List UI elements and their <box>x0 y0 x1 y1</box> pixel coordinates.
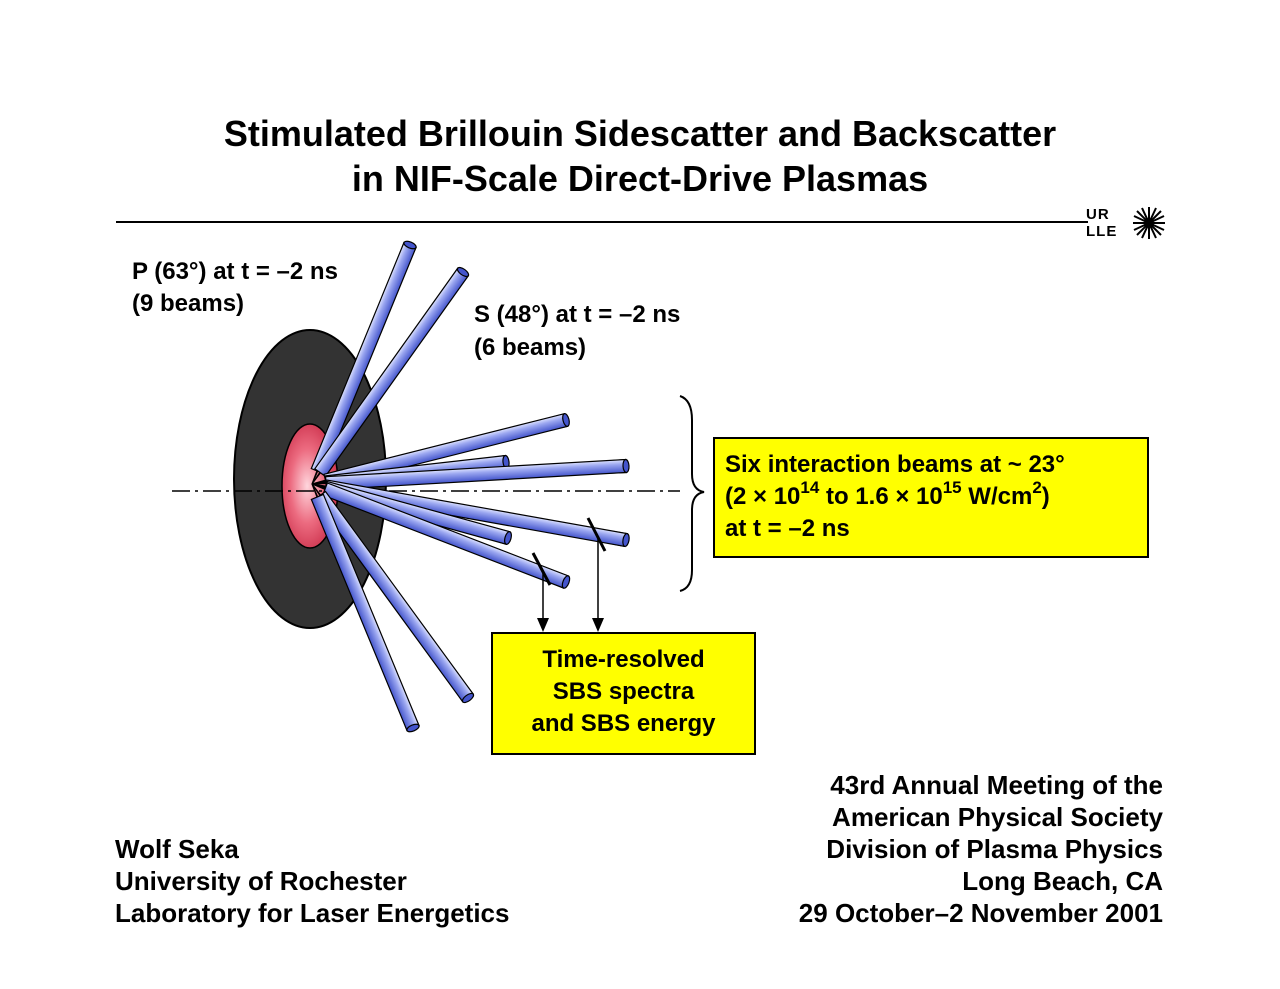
p-beams-label-2: (9 beams) <box>132 290 245 317</box>
beams-group <box>310 240 630 733</box>
meeting-line-3: Division of Plasma Physics <box>826 834 1163 864</box>
beam-i-3 <box>311 458 630 491</box>
beam-p-4 <box>310 483 420 733</box>
beam-p-2 <box>311 266 470 485</box>
meeting-line-1: 43rd Annual Meeting of the <box>830 770 1163 800</box>
sbs-line-2: SBS spectra <box>552 678 695 705</box>
author-affiliation-2: Laboratory for Laser Energetics <box>115 898 510 928</box>
sbs-line-1: Time-resolved <box>542 646 705 673</box>
interaction-line-2: (2 × 1014 to 1.6 × 1015 W/cm2) <box>725 478 1050 510</box>
arrow-head-1 <box>537 618 549 632</box>
sbs-line-3: and SBS energy <box>531 710 716 737</box>
logo-text-top: UR <box>1086 206 1110 223</box>
s-beams-label-1: S (48°) at t = –2 ns <box>474 301 681 328</box>
meeting-line-4: Long Beach, CA <box>962 866 1163 896</box>
beam-i-1 <box>311 412 570 488</box>
sbs-diagnostics-box: Time-resolved SBS spectra and SBS energy <box>491 632 756 755</box>
starburst-icon <box>1133 207 1165 239</box>
title-line-2: in NIF-Scale Direct-Drive Plasmas <box>351 158 929 199</box>
interaction-line-3: at t = –2 ns <box>725 515 850 542</box>
author-affiliation-1: University of Rochester <box>115 866 407 896</box>
s-beams-label-2: (6 beams) <box>474 334 587 361</box>
beam-p-3 <box>311 483 475 704</box>
interaction-line-1: Six interaction beams at ~ 23° <box>725 451 1065 478</box>
detector-mark-2 <box>586 517 607 552</box>
header-rule <box>116 221 1088 223</box>
detector-mark-1 <box>531 552 552 586</box>
arrow-head-2 <box>592 618 604 632</box>
author-name: Wolf Seka <box>115 834 239 864</box>
interaction-beams-box: Six interaction beams at ~ 23° (2 × 1014… <box>713 437 1149 558</box>
urlle-logo: UR LLE <box>1086 206 1166 240</box>
title-line-1: Stimulated Brillouin Sidescatter and Bac… <box>223 113 1057 154</box>
logo-text-bottom: LLE <box>1086 223 1118 240</box>
meeting-line-2: American Physical Society <box>832 802 1163 832</box>
meeting-line-5: 29 October–2 November 2001 <box>798 898 1163 928</box>
brace <box>679 395 705 592</box>
p-beams-label-1: P (63°) at t = –2 ns <box>132 258 338 285</box>
beam-i-6 <box>311 482 571 589</box>
